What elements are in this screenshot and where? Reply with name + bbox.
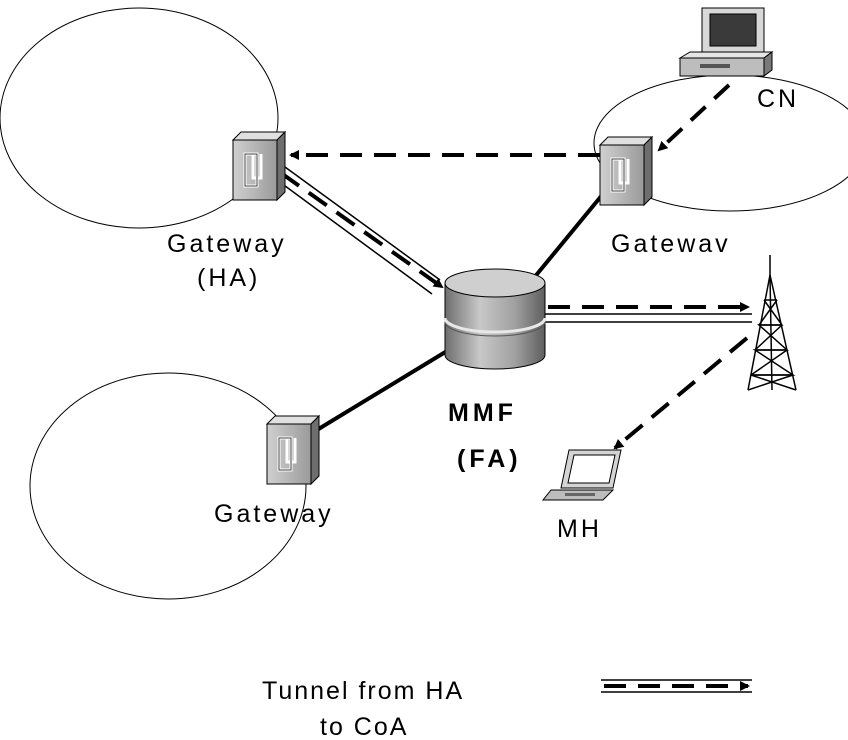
tunnel-fa-to-tower (545, 302, 752, 323)
tunnel-ha-to-fa (276, 166, 444, 295)
label-gateway-right: Gatewav (611, 230, 731, 258)
legend-tunnel-symbol (601, 679, 752, 693)
link-mmf-gateway-bottom (305, 349, 449, 438)
legend-label-line2: to CoA (320, 713, 408, 740)
laptop-icon (541, 449, 622, 501)
arrow-cn-to-gateway (657, 83, 731, 152)
arrow-tower-to-mh (613, 336, 749, 450)
firewall-gateway-icon (598, 135, 654, 207)
database-cylinder-icon (443, 268, 547, 370)
label-gateway-ha: Gateway (167, 230, 287, 258)
legend: Tunnel from HA to CoA (262, 677, 752, 740)
radio-tower-icon (747, 255, 797, 391)
network-cloud-ha (0, 7, 279, 229)
label-gateway-bottom: Gateway (214, 500, 334, 528)
desktop-computer-icon (678, 7, 774, 77)
label-mmf: MMF (448, 399, 517, 427)
label-gateway-ha-role: (HA) (197, 264, 260, 292)
label-mh: MH (557, 515, 602, 543)
label-cn: CN (757, 85, 799, 113)
network-cloud-mh (29, 372, 307, 600)
firewall-gateway-icon (231, 130, 287, 202)
firewall-gateway-icon (265, 414, 321, 486)
legend-label: Tunnel from HA (262, 677, 464, 705)
label-fa: (FA) (457, 445, 522, 473)
link-mmf-gateway-right (531, 181, 614, 281)
